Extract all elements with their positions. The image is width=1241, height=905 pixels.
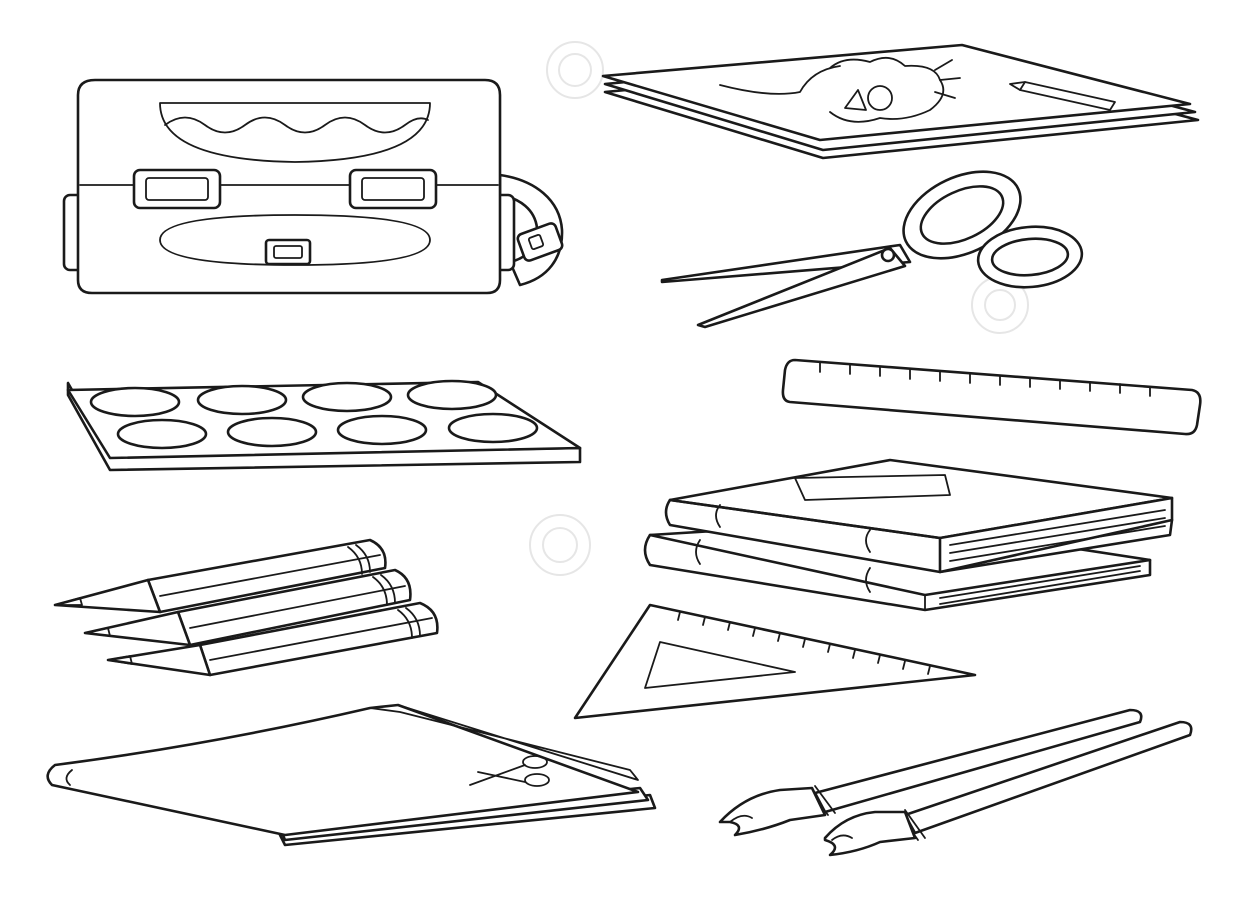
ruler-icon (781, 358, 1202, 436)
set-square-triangle-icon (573, 603, 977, 720)
pencils-icon (53, 538, 439, 677)
drawing-paper-stack-icon (601, 43, 1200, 160)
watercolor-paint-tray-icon (66, 379, 582, 472)
school-backpack-icon (62, 78, 564, 295)
scissors-icon (660, 170, 1084, 329)
book-stack-icon (643, 458, 1174, 612)
exercise-notebook-icon (46, 703, 657, 847)
paint-brushes-icon (718, 708, 1193, 857)
